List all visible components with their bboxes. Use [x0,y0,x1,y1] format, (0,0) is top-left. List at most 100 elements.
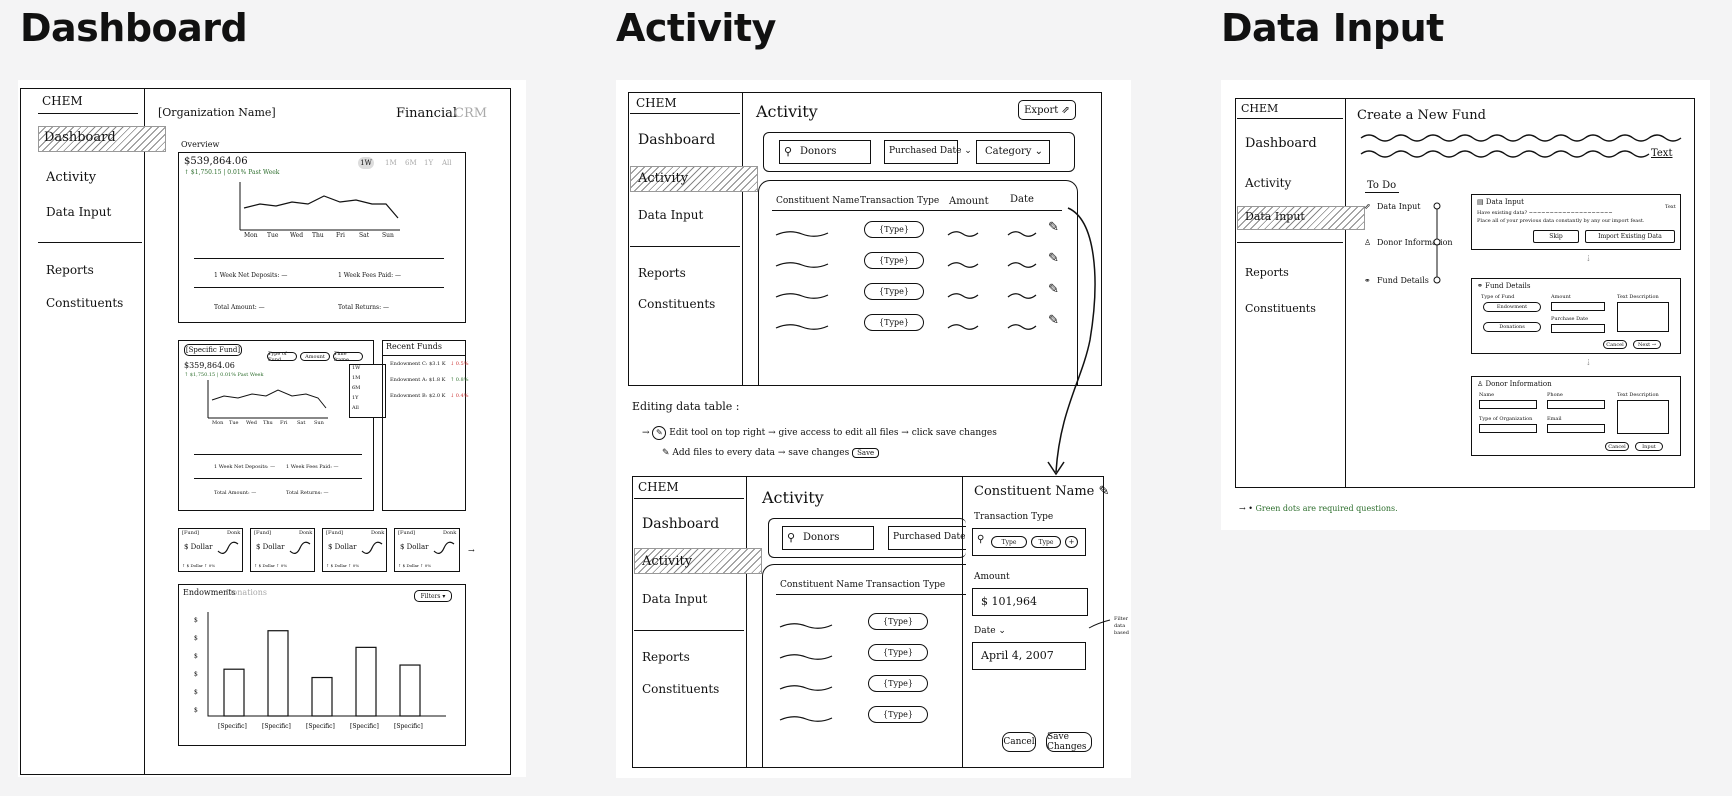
bar [223,668,245,717]
cancel-button[interactable]: Cancel [1605,442,1629,451]
date-input[interactable]: April 4, 2007 [972,642,1086,670]
nav-reports[interactable]: Reports [1245,266,1289,279]
amount-input[interactable]: $ 101,964 [972,588,1088,616]
fund-card[interactable]: [Fund] Donk $ Dollar ↑ $ Dollar ↑ 0% [178,528,243,572]
tab-donations[interactable]: Donations [226,588,267,597]
edit-icon[interactable]: ✎ [1048,220,1059,235]
fund-card[interactable]: [Fund] Donk $ Dollar ↑ $ Dollar ↑ 0% [394,528,460,572]
logo: CHEM [1241,102,1279,115]
nav-activity[interactable]: Activity [642,554,693,569]
time-frame-options: 1W 1M 6M 1Y All [349,364,386,418]
purchased-date-filter[interactable]: Purchased Date ⌄ [888,526,966,550]
phone-input[interactable] [1547,400,1605,409]
nav-dashboard[interactable]: Dashboard [1245,136,1317,151]
type-chip[interactable]: Type [991,536,1027,548]
range-6m[interactable]: 6M [405,159,417,167]
org-name: [Organization Name] [158,106,276,119]
total-returns: Total Returns: — [338,304,390,311]
amount-label: Amount [974,572,1010,582]
link-icon: ⚭ [1364,276,1371,285]
cancel-button[interactable]: Cancel [1603,340,1627,349]
email-label: Email [1547,416,1562,422]
nav-data-input[interactable]: Data Input [642,592,708,606]
cancel-button[interactable]: Cancel [1002,732,1036,752]
endowment-option[interactable]: Endowment [1483,302,1541,312]
date-label[interactable]: Date ⌄ [974,626,1006,636]
constituent-name-title: Constituent Name ✎ [974,484,1110,499]
search-input[interactable]: ⚲ Donors [782,526,874,550]
purchased-date-filter[interactable]: Purchased Date ⌄ [884,140,972,164]
next-cards-arrow-icon[interactable]: → [468,546,475,555]
type-of-org-select[interactable] [1479,424,1537,433]
transaction-type-pill: {Type} [864,314,924,331]
card-donor-title: ♙ Donor Information [1477,380,1552,388]
nav-activity[interactable]: Activity [46,170,97,185]
export-button[interactable]: Export ⇗ [1018,100,1076,120]
purchase-date-input[interactable] [1551,324,1605,333]
fund-card[interactable]: [Fund] Donk $ Dollar ↑ $ Dollar ↑ 0% [250,528,315,572]
range-1w[interactable]: 1W [358,157,374,169]
input-button[interactable]: Input [1635,442,1663,451]
category-filter[interactable]: Category ⌄ [976,140,1050,164]
financial-tab[interactable]: Financial [396,106,458,121]
nav-reports[interactable]: Reports [642,650,690,664]
filter-note-arrow-icon [1088,619,1111,629]
card-data-input-title: ▤ Data Input [1477,198,1524,206]
nav-activity[interactable]: Activity [638,171,689,186]
nav-constituents[interactable]: Constituents [1245,302,1316,315]
nav-constituents[interactable]: Constituents [638,297,716,311]
type-chip[interactable]: Type [1031,536,1061,548]
nav-data-input[interactable]: Data Input [638,208,704,222]
text-description-input[interactable] [1617,400,1669,434]
transaction-type-pill: {Type} [864,221,924,238]
save-changes-button[interactable]: Save Changes [1046,732,1092,752]
text-description-label: Text Description [1617,294,1659,300]
import-existing-data-button[interactable]: Import Existing Data [1585,230,1675,243]
phone-label: Phone [1547,392,1563,398]
amount-input[interactable] [1551,302,1605,311]
name-input[interactable] [1479,400,1537,409]
edit-icon[interactable]: ✎ [1048,313,1059,328]
nav-data-input[interactable]: Data Input [46,205,112,219]
text-label: Text [1651,148,1673,159]
nav-data-input[interactable]: Data Input [1245,210,1305,223]
range-all[interactable]: All [442,159,452,167]
range-1m[interactable]: 1M [385,159,397,167]
transaction-type-field[interactable]: ⚲ Type Type + [972,528,1086,556]
nav-constituents[interactable]: Constituents [46,296,124,310]
edit-icon[interactable]: ✎ [1048,251,1059,266]
crm-tab[interactable]: CRM [454,106,488,121]
dashboard-sketch-panel: CHEM Dashboard Activity Data Input Repor… [18,80,526,777]
skip-button[interactable]: Skip [1533,230,1579,243]
range-1y[interactable]: 1Y [424,159,434,167]
donations-option[interactable]: Donations [1483,322,1541,332]
bar-tick-label: $ [194,707,198,714]
next-button[interactable]: Next → [1633,340,1661,349]
type-of-fund-dropdown[interactable]: Type of Fund [267,351,297,363]
type-of-org-label: Type of Organization [1479,416,1533,422]
transaction-type-pill: {Type} [868,675,928,692]
text-description-input[interactable] [1617,302,1669,332]
fund-card[interactable]: [Fund] Donk $ Dollar ↑ $ Dollar ↑ 0% [322,528,387,572]
amount-dropdown[interactable]: Amount [300,352,330,361]
email-input[interactable] [1547,424,1605,433]
nav-dashboard[interactable]: Dashboard [44,130,116,145]
time-frame-dropdown[interactable]: Time frame [333,351,363,363]
search-input[interactable]: ⚲ Donors [779,140,871,164]
nav-constituents[interactable]: Constituents [642,682,720,696]
nav-reports[interactable]: Reports [46,263,94,277]
nav-activity[interactable]: Activity [1245,176,1292,190]
filters-button[interactable]: Filters ▾ [414,590,452,602]
nav-dashboard[interactable]: Dashboard [642,516,720,532]
nav-reports[interactable]: Reports [638,266,686,280]
add-type-icon[interactable]: + [1065,536,1078,548]
transaction-type-label: Transaction Type [974,512,1054,522]
bar-tick-label: $ [194,617,198,624]
specific-fund-select[interactable]: [Specific Fund] [184,344,242,356]
text-description-label: Text Description [1617,392,1659,398]
bar-tick-label: $ [194,671,198,678]
tab-endowments[interactable]: Endowments [183,588,236,597]
edit-icon[interactable]: ✎ [1048,282,1059,297]
nav-dashboard[interactable]: Dashboard [638,132,716,148]
export-icon: ⇗ [1061,104,1070,116]
